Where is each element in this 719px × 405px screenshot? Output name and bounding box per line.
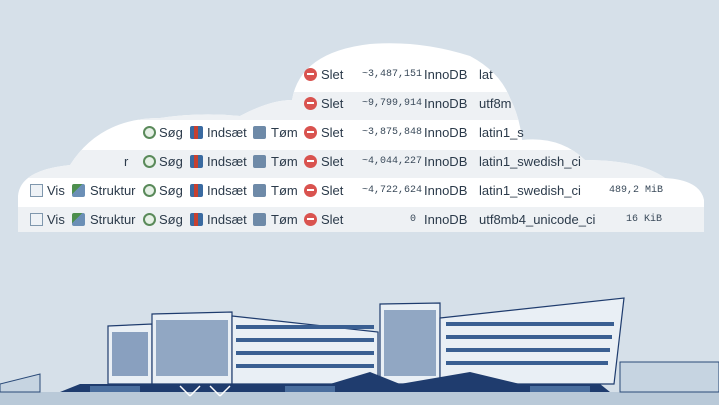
- browse-link[interactable]: Vis: [47, 212, 65, 227]
- engine: InnoDB: [424, 154, 468, 169]
- row-count: ~9,799,914: [362, 98, 423, 109]
- structure-link[interactable]: Struktur: [90, 212, 136, 227]
- engine: InnoDB: [424, 125, 468, 140]
- insert-icon[interactable]: [190, 213, 203, 226]
- collation: lat: [479, 67, 493, 82]
- browse-link[interactable]: Vis: [47, 183, 65, 198]
- row-count: ~3,875,848: [362, 127, 423, 138]
- empty-link[interactable]: Tøm: [271, 154, 298, 169]
- engine: InnoDB: [424, 96, 468, 111]
- insert-link[interactable]: Indsæt: [207, 212, 247, 227]
- delete-icon[interactable]: [304, 213, 317, 226]
- engine: InnoDB: [424, 183, 468, 198]
- cloud-shape: [18, 43, 704, 233]
- delete-link[interactable]: Slet: [321, 96, 344, 111]
- browse-icon[interactable]: [30, 184, 43, 197]
- delete-icon[interactable]: [304, 126, 317, 139]
- collation: utf8m: [479, 96, 512, 111]
- empty-link[interactable]: Tøm: [271, 212, 298, 227]
- collation: latin1_swedish_ci: [479, 154, 581, 169]
- search-link[interactable]: Søg: [159, 183, 183, 198]
- search-link[interactable]: Søg: [159, 154, 183, 169]
- search-link[interactable]: Søg: [159, 212, 183, 227]
- building-columns: [179, 385, 231, 397]
- collation: latin1_s: [479, 125, 524, 140]
- engine: InnoDB: [424, 212, 468, 227]
- structure-link[interactable]: Struktur: [90, 183, 136, 198]
- delete-icon[interactable]: [304, 68, 317, 81]
- insert-icon[interactable]: [190, 126, 203, 139]
- empty-table-icon[interactable]: [253, 126, 266, 139]
- table-row: Søg Indsæt Tøm Slet ~3,875,848 InnoDB la…: [0, 118, 719, 147]
- delete-link[interactable]: Slet: [321, 67, 344, 82]
- building-base: [60, 372, 610, 392]
- insert-link[interactable]: Indsæt: [207, 154, 247, 169]
- search-link[interactable]: Søg: [159, 125, 183, 140]
- table-row: Slet ~9,799,914 InnoDB utf8m: [0, 89, 719, 118]
- table-row: Vis Struktur Søg Indsæt Tøm Slet ~4,722,…: [0, 176, 719, 205]
- collation: utf8mb4_unicode_ci: [479, 212, 596, 227]
- search-icon[interactable]: [143, 126, 156, 139]
- delete-link[interactable]: Slet: [321, 125, 344, 140]
- row-count: ~3,487,151: [362, 69, 423, 80]
- table-size: 489,2 MiB: [609, 185, 664, 196]
- table-size: 16 KiB: [626, 214, 663, 225]
- delete-icon[interactable]: [304, 155, 317, 168]
- building-windows: [112, 310, 614, 376]
- row-count: ~4,722,624: [362, 185, 423, 196]
- delete-link[interactable]: Slet: [321, 212, 344, 227]
- structure-icon[interactable]: [72, 213, 85, 226]
- table-row: Slet ~3,487,151 InnoDB lat: [0, 60, 719, 89]
- search-icon[interactable]: [143, 213, 156, 226]
- structure-icon[interactable]: [72, 184, 85, 197]
- collation: latin1_swedish_ci: [479, 183, 581, 198]
- structure-link[interactable]: r: [124, 154, 129, 169]
- delete-link[interactable]: Slet: [321, 183, 344, 198]
- ground: [0, 392, 719, 405]
- row-count: 0: [410, 214, 417, 225]
- table-row: Vis Struktur Søg Indsæt Tøm Slet 0 InnoD…: [0, 205, 719, 234]
- engine: InnoDB: [424, 67, 468, 82]
- row-count: ~4,044,227: [362, 156, 423, 167]
- delete-icon[interactable]: [304, 97, 317, 110]
- empty-table-icon[interactable]: [253, 213, 266, 226]
- insert-icon[interactable]: [190, 184, 203, 197]
- empty-link[interactable]: Tøm: [271, 183, 298, 198]
- browse-icon[interactable]: [30, 213, 43, 226]
- delete-link[interactable]: Slet: [321, 154, 344, 169]
- empty-table-icon[interactable]: [253, 155, 266, 168]
- delete-icon[interactable]: [304, 184, 317, 197]
- insert-link[interactable]: Indsæt: [207, 125, 247, 140]
- insert-link[interactable]: Indsæt: [207, 183, 247, 198]
- empty-link[interactable]: Tøm: [271, 125, 298, 140]
- insert-icon[interactable]: [190, 155, 203, 168]
- table-row: r Søg Indsæt Tøm Slet ~4,044,227 InnoDB …: [0, 147, 719, 176]
- empty-table-icon[interactable]: [253, 184, 266, 197]
- search-icon[interactable]: [143, 155, 156, 168]
- search-icon[interactable]: [143, 184, 156, 197]
